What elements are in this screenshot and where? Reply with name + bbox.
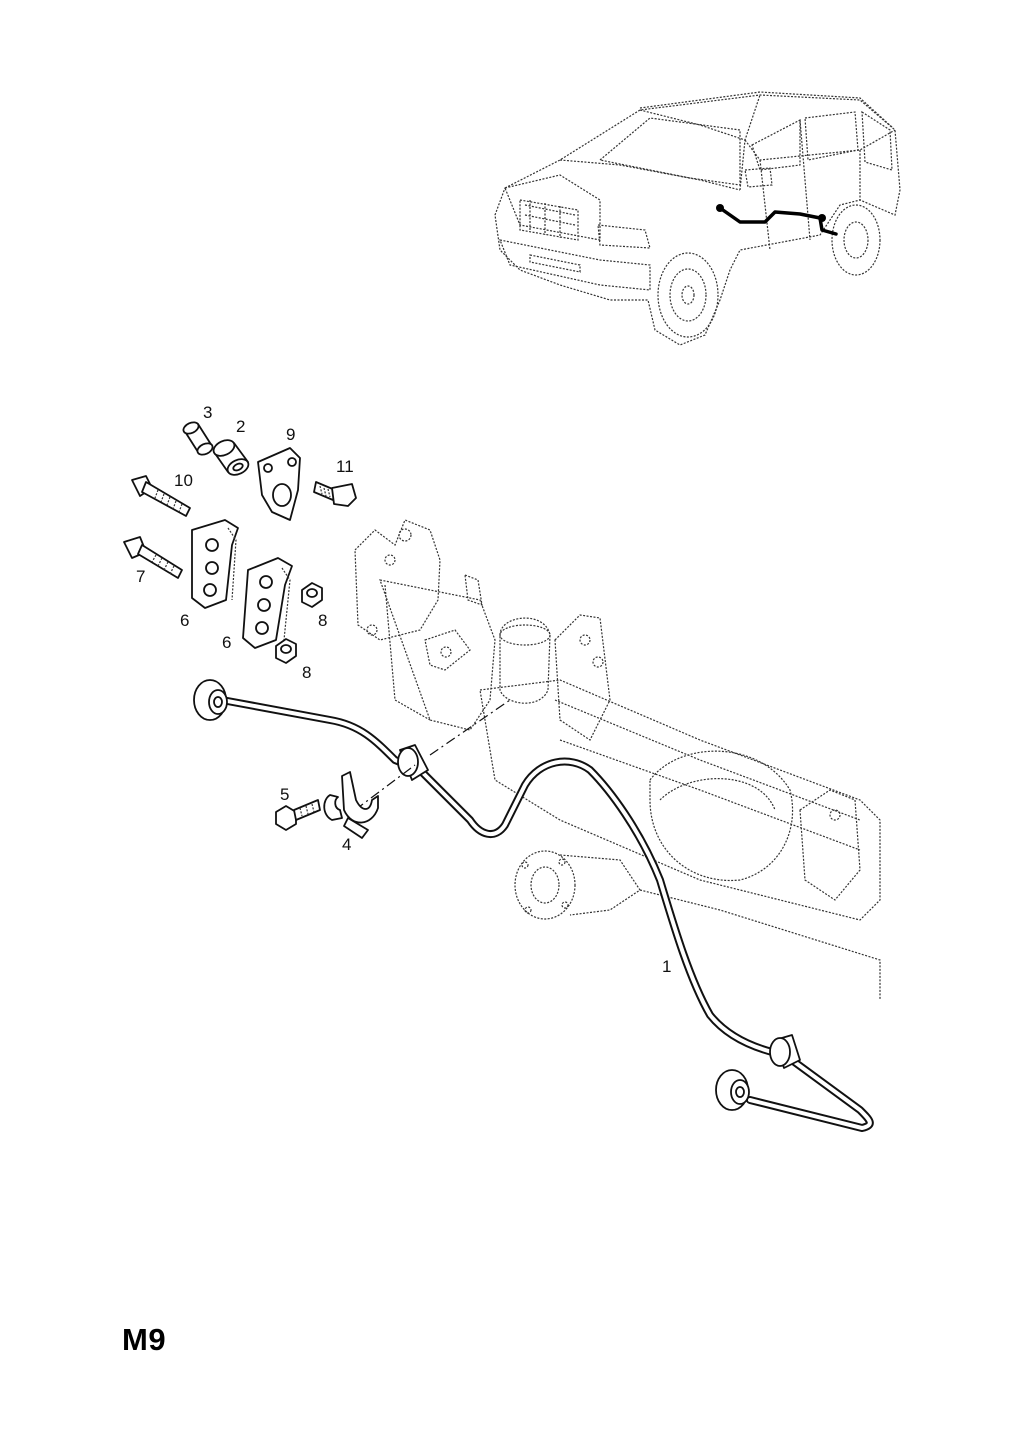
part-bolt-long-2: [123, 536, 183, 579]
rear-axle-housing: [354, 519, 881, 1000]
part-nut-upper: [301, 582, 323, 608]
callout-label-1: 1: [662, 957, 672, 976]
callout-label-7: 7: [136, 567, 146, 586]
stabilizer-bar: [193, 679, 874, 1132]
callout-label-5: 5: [280, 785, 290, 804]
callout-label-9: 9: [286, 425, 296, 444]
part-bolt-long: [131, 475, 191, 517]
part-mounting-plate: [257, 447, 301, 521]
callout-label-8-upper: 8: [318, 611, 328, 630]
part-bracket-front: [191, 519, 239, 609]
part-bolt-clamp: [275, 799, 321, 831]
callout-label-4: 4: [342, 835, 352, 854]
part-sleeve: [182, 421, 214, 456]
page-code: M9: [122, 1322, 167, 1357]
vehicle-locator-illustration: [494, 91, 901, 346]
callout-label-2: 2: [236, 417, 246, 436]
callout-label-6-front: 6: [180, 611, 190, 630]
assembly-leader-line: [354, 699, 511, 811]
part-nut-lower: [275, 638, 297, 664]
callout-label-10: 10: [174, 471, 193, 490]
part-bracket-rear: [242, 557, 293, 649]
part-bushing: [212, 439, 250, 476]
callout-label-3: 3: [203, 403, 213, 422]
callout-label-11: 11: [336, 457, 354, 476]
part-bolt-short: [313, 481, 357, 507]
callout-label-8-lower: 8: [302, 663, 312, 682]
part-clamp: [323, 771, 379, 839]
callout-label-6-rear: 6: [222, 633, 232, 652]
